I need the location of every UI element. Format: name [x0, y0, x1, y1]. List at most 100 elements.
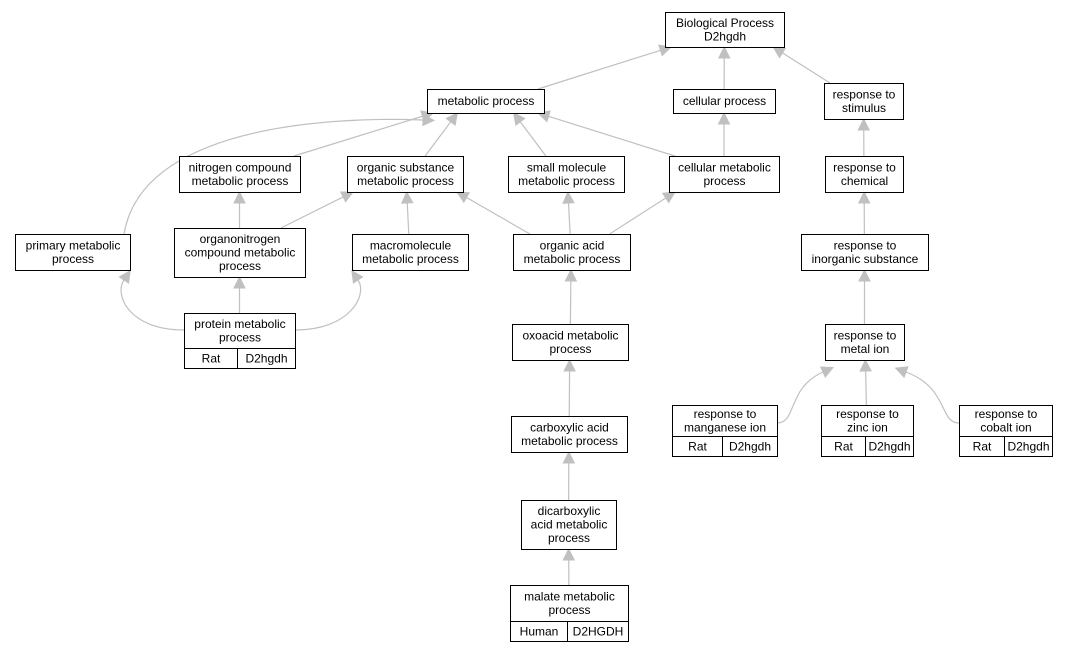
node-label-line: dicarboxylic [538, 504, 601, 518]
node-mp[interactable]: metabolic process [427, 89, 545, 114]
node-box [824, 83, 904, 120]
gene-cell [1004, 436, 1053, 457]
node-box [174, 228, 306, 278]
node-label-line: process [219, 330, 261, 344]
node-label-line: response to [836, 407, 899, 421]
node-label-line: zinc ion [847, 420, 888, 434]
arrowhead [819, 366, 835, 378]
edge-osmp-to-mp [424, 121, 452, 157]
arrowhead [351, 269, 364, 284]
node-box [15, 234, 131, 271]
node-box [825, 324, 905, 361]
node-label-line: manganese ion [684, 420, 766, 434]
species-label: Human [520, 625, 559, 639]
gene-cell [865, 436, 914, 457]
gene-label: D2HGDH [573, 625, 624, 639]
node-label-line: response to [834, 328, 897, 342]
edge-rs-to-bp [782, 52, 831, 84]
edge-oamp-to-smmp [567, 202, 571, 235]
node-label-line: cellular metabolic [678, 160, 771, 174]
edge-cmp-to-mp [548, 115, 676, 157]
node-label-line: cobalt ion [980, 420, 1031, 434]
node-label-line: protein metabolic [194, 317, 285, 331]
node-label-line: Biological Process [676, 16, 774, 30]
node-box [521, 500, 617, 550]
node-label-line: metabolic process [357, 174, 454, 188]
gene-cell [237, 348, 296, 369]
node-box [352, 234, 469, 271]
arrowhead [513, 112, 526, 126]
edge-ncmp-to-mp [293, 115, 423, 157]
edge-layer [118, 44, 960, 586]
node-label-line: process [52, 252, 94, 266]
node-label-line: compound metabolic [185, 246, 296, 260]
gene-label: D2hgdh [245, 352, 287, 366]
arrowhead [717, 45, 731, 59]
node-label-line: nitrogen compound [189, 160, 292, 174]
arrowhead [456, 191, 471, 204]
node-box [669, 156, 780, 193]
edge-rci-to-rmi [905, 371, 960, 424]
node-label-line: process [548, 531, 590, 545]
arrowhead [772, 46, 787, 59]
arrowhead [233, 275, 246, 289]
node-label-line: metabolic process [518, 174, 615, 188]
node-label-line: metabolic process [438, 94, 535, 108]
node-label-line: organic acid [540, 238, 605, 252]
edge-mp-to-bp [537, 49, 661, 90]
node-cp[interactable]: cellular process [673, 89, 776, 114]
edge-oncmp-to-osmp [280, 196, 344, 229]
node-label-line: carboxylic acid [530, 420, 609, 434]
node-box [511, 416, 628, 453]
edge-pmp-to-mp [123, 118, 424, 235]
node-label-line: organic substance [357, 160, 455, 174]
node-label-line: malate metabolic [524, 589, 615, 603]
node-box [665, 12, 785, 48]
node-label-line: acid metabolic [531, 518, 608, 532]
arrowhead [857, 190, 871, 204]
node-box [801, 234, 929, 271]
node-box [508, 156, 625, 193]
arrowhead [564, 268, 578, 282]
node-label-line: stimulus [842, 101, 886, 115]
node-label-line: response to [833, 160, 896, 174]
arrowhead [894, 366, 909, 379]
arrowhead [562, 450, 576, 464]
node-label-line: process [219, 259, 261, 273]
node-label-line: metabolic process [524, 252, 621, 266]
arrowhead [339, 191, 355, 203]
edge-smmp-to-mp [519, 121, 547, 157]
node-box [510, 585, 629, 622]
edge-oamp-to-cmp [609, 197, 667, 235]
node-label-line: primary metabolic [26, 238, 121, 252]
arrowhead [563, 358, 576, 372]
node-box [825, 156, 904, 193]
node-box [673, 89, 776, 114]
node-box [179, 156, 301, 193]
